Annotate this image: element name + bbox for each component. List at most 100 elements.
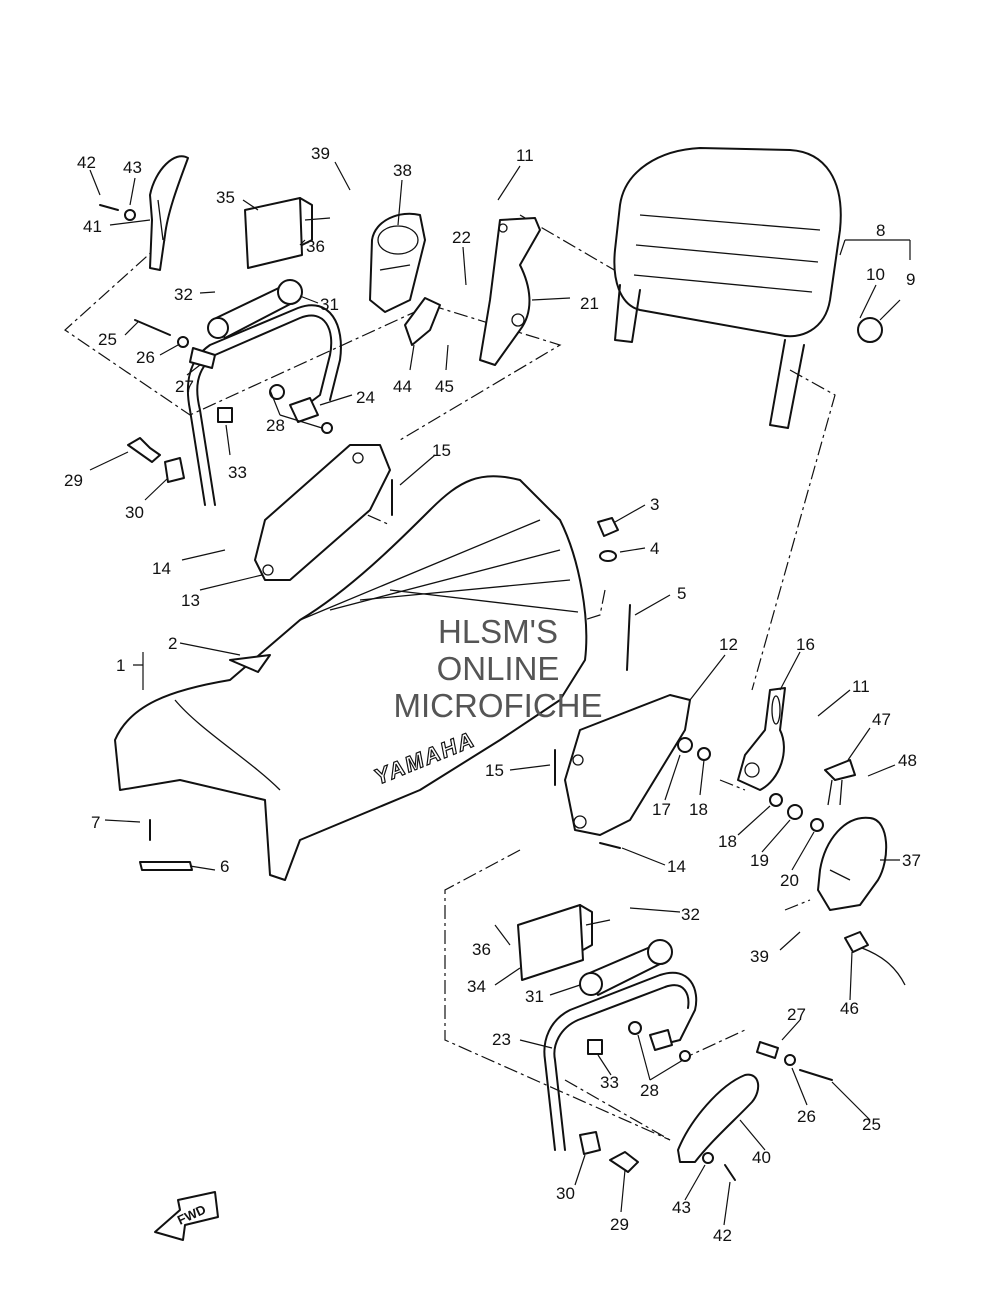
washer-18a (697, 747, 711, 761)
callout-19: 19 (750, 851, 769, 870)
bolt-42 (99, 204, 119, 211)
nut-3 (597, 517, 619, 537)
callout-25: 25 (98, 330, 117, 349)
callout-39: 39 (311, 144, 330, 163)
callout-37: 37 (902, 851, 921, 870)
collar-28a (269, 384, 285, 400)
washer-43b (702, 1152, 714, 1164)
collar-28c (628, 1021, 642, 1035)
callout-1: 1 (116, 656, 125, 675)
callout-3: 3 (650, 495, 659, 514)
callout-27b: 27 (787, 1005, 806, 1024)
callout-26: 26 (136, 348, 155, 367)
fwd-arrow (154, 1191, 219, 1241)
callout-16: 16 (796, 635, 815, 654)
callout-44: 44 (393, 377, 412, 396)
callout-43b: 43 (672, 1198, 691, 1217)
cover-38 (369, 212, 426, 313)
callout-18b: 18 (718, 832, 737, 851)
hinge-plate-21 (479, 217, 541, 366)
watermark-line1: HLSM'S (438, 613, 558, 650)
callout-2: 2 (168, 634, 177, 653)
parts-drawings (99, 147, 906, 1241)
bracket-frame-23 (543, 971, 698, 1151)
callout-42b: 42 (713, 1226, 732, 1245)
callout-36b: 36 (472, 940, 491, 959)
backrest-8 (613, 147, 883, 429)
callout-15b: 15 (485, 761, 504, 780)
bushing-19 (787, 804, 803, 820)
leader-lines (89, 161, 911, 1226)
callout-13: 13 (181, 591, 200, 610)
control-unit-34 (517, 904, 611, 981)
washer-18b (769, 793, 783, 807)
callout-28: 28 (266, 416, 285, 435)
callout-34: 34 (467, 977, 486, 996)
knob-29b (609, 1151, 639, 1173)
callout-23: 23 (492, 1030, 511, 1049)
cover-37 (817, 816, 888, 911)
switch-46 (844, 931, 906, 986)
bolt-14b (599, 842, 621, 849)
callout-11: 11 (516, 146, 534, 165)
callout-18a: 18 (689, 800, 708, 819)
control-unit-35 (244, 197, 331, 269)
collar-30b (579, 1131, 601, 1155)
callout-36: 36 (306, 237, 325, 256)
callout-30: 30 (125, 503, 144, 522)
callout-40: 40 (752, 1148, 771, 1167)
callout-48: 48 (898, 751, 917, 770)
callout-20: 20 (780, 871, 799, 890)
bracket-frame-24 (186, 304, 342, 506)
callout-29b: 29 (610, 1215, 629, 1234)
collar-17 (677, 737, 693, 753)
grip-31 (207, 279, 303, 339)
plate-6 (139, 861, 193, 871)
callout-8: 8 (876, 221, 885, 240)
callout-5: 5 (677, 584, 686, 603)
callout-35: 35 (216, 188, 235, 207)
washer-43 (124, 209, 136, 221)
watermark-line2: ONLINE (437, 650, 560, 687)
washer-26b (784, 1054, 796, 1066)
callout-7: 7 (91, 813, 100, 832)
sensor-47 (824, 759, 856, 781)
bolt-25 (134, 319, 171, 336)
callout-10: 10 (866, 265, 885, 284)
mount-plate-12 (564, 694, 691, 836)
handle-40 (677, 1073, 760, 1163)
callout-17: 17 (652, 800, 671, 819)
collar-30 (164, 457, 185, 483)
callout-27: 27 (175, 377, 194, 396)
bolt-42b (724, 1164, 736, 1181)
callout-21: 21 (580, 294, 599, 313)
bolt-25b (799, 1069, 833, 1081)
knob-29 (127, 437, 161, 463)
callout-14: 14 (152, 559, 171, 578)
callout-42: 42 (77, 153, 96, 172)
callout-22: 22 (452, 228, 471, 247)
callout-32b: 32 (681, 905, 700, 924)
callout-31b: 31 (525, 987, 544, 1006)
callout-33b: 33 (600, 1073, 619, 1092)
callout-14b: 14 (667, 857, 686, 876)
washer-26 (177, 336, 189, 348)
callout-29: 29 (64, 471, 83, 490)
collar-28b (321, 422, 333, 434)
callout-28b: 28 (640, 1081, 659, 1100)
nut-20 (810, 818, 824, 832)
callout-31: 31 (320, 295, 339, 314)
callout-labels: 42 43 41 35 36 32 31 25 26 27 24 28 33 2… (64, 144, 921, 1245)
callout-45: 45 (435, 377, 454, 396)
pin-27 (189, 347, 216, 369)
callout-6: 6 (220, 857, 229, 876)
callout-32: 32 (174, 285, 193, 304)
pin-5 (626, 604, 631, 671)
label-2 (229, 654, 271, 673)
callout-12: 12 (719, 635, 738, 654)
callout-24: 24 (356, 388, 375, 407)
watermark: HLSM'S ONLINE MICROFICHE (394, 613, 603, 724)
callout-41: 41 (83, 217, 102, 236)
washer-4 (599, 550, 617, 562)
